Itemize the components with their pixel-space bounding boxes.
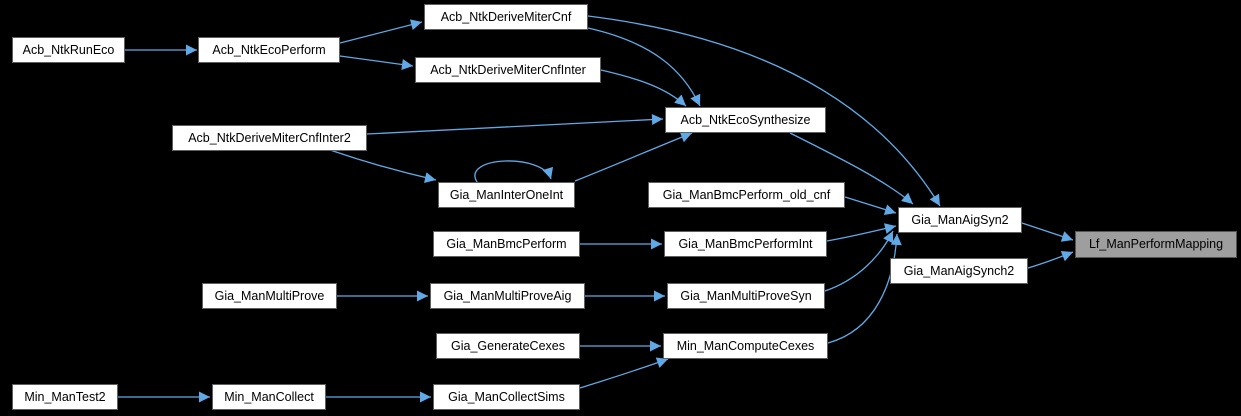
edge-Acb_NtkDeriveMiterCnf-to-Gia_ManAigSyn2 <box>587 15 941 207</box>
edge-Acb_NtkDeriveMiterCnf-to-Acb_NtkEcoSynthesize <box>587 27 701 107</box>
edge-Acb_NtkDeriveMiterCnfInter2-to-Gia_ManInterOneInt <box>329 149 437 183</box>
edge-Min_ManComputeCexes-to-Gia_ManAigSyn2 <box>827 233 902 344</box>
node-Gia_ManCollectSims[interactable]: Gia_ManCollectSims <box>433 384 580 410</box>
edge-Acb_NtkEcoPerform-to-Acb_NtkDeriveMiterCnfInter <box>339 55 414 70</box>
node-Min_ManTest2[interactable]: Min_ManTest2 <box>12 384 118 410</box>
node-Gia_GenerateCexes[interactable]: Gia_GenerateCexes <box>436 333 580 359</box>
edge-Acb_NtkDeriveMiterCnfInter-to-Acb_NtkEcoSynthesize <box>600 69 687 107</box>
edge-Gia_ManBmcPerform_old_cnf-to-Gia_ManAigSyn2 <box>844 196 897 215</box>
edge-Gia_ManBmcPerformInt-to-Gia_ManAigSyn2 <box>826 223 897 242</box>
node-Gia_ManMultiProveSyn[interactable]: Gia_ManMultiProveSyn <box>667 283 825 309</box>
edge-Gia_ManAigSyn2-to-Lf_ManPerformMapping <box>1021 222 1074 242</box>
node-Gia_ManBmcPerformInt[interactable]: Gia_ManBmcPerformInt <box>664 231 827 257</box>
edge-Gia_ManCollectSims-to-Min_ManComputeCexes <box>579 357 669 389</box>
node-Gia_ManAigSyn2[interactable]: Gia_ManAigSyn2 <box>898 207 1022 233</box>
node-Acb_NtkDeriveMiterCnfInter[interactable]: Acb_NtkDeriveMiterCnfInter <box>415 57 601 83</box>
node-Gia_ManInterOneInt[interactable]: Gia_ManInterOneInt <box>438 182 575 208</box>
node-Acb_NtkEcoPerform[interactable]: Acb_NtkEcoPerform <box>198 37 340 63</box>
node-Gia_ManAigSynch2[interactable]: Gia_ManAigSynch2 <box>890 258 1028 284</box>
edge-Gia_ManAigSynch2-to-Lf_ManPerformMapping <box>1027 250 1074 269</box>
edge-Acb_NtkDeriveMiterCnfInter2-to-Acb_NtkEcoSynthesize <box>366 113 664 135</box>
node-Gia_ManBmcPerform_old_cnf[interactable]: Gia_ManBmcPerform_old_cnf <box>648 182 845 208</box>
node-Gia_ManMultiProve[interactable]: Gia_ManMultiProve <box>202 283 337 309</box>
edge-Gia_ManInterOneInt-to-Acb_NtkEcoSynthesize <box>574 132 693 182</box>
node-Acb_NtkDeriveMiterCnf[interactable]: Acb_NtkDeriveMiterCnf <box>424 4 588 30</box>
node-Min_ManCollect[interactable]: Min_ManCollect <box>212 384 326 410</box>
node-Min_ManComputeCexes[interactable]: Min_ManComputeCexes <box>663 333 828 359</box>
edge-Acb_NtkEcoSynthesize-to-Gia_ManAigSyn2 <box>789 132 914 205</box>
edge-Acb_NtkEcoPerform-to-Acb_NtkDeriveMiterCnf <box>339 19 423 44</box>
node-Gia_ManBmcPerform[interactable]: Gia_ManBmcPerform <box>433 231 580 257</box>
edge-Gia_ManMultiProveSyn-to-Gia_ManAigSyn2 <box>824 230 894 292</box>
node-Lf_ManPerformMapping: Lf_ManPerformMapping <box>1075 231 1237 258</box>
node-Acb_NtkRunEco[interactable]: Acb_NtkRunEco <box>12 37 125 63</box>
node-Acb_NtkEcoSynthesize[interactable]: Acb_NtkEcoSynthesize <box>665 107 826 133</box>
node-Gia_ManMultiProveAig[interactable]: Gia_ManMultiProveAig <box>430 283 585 309</box>
edge-group <box>118 15 1074 403</box>
edge-Gia_ManInterOneInt-self-loop <box>474 160 553 183</box>
node-Acb_NtkDeriveMiterCnfInter2[interactable]: Acb_NtkDeriveMiterCnfInter2 <box>172 125 367 151</box>
